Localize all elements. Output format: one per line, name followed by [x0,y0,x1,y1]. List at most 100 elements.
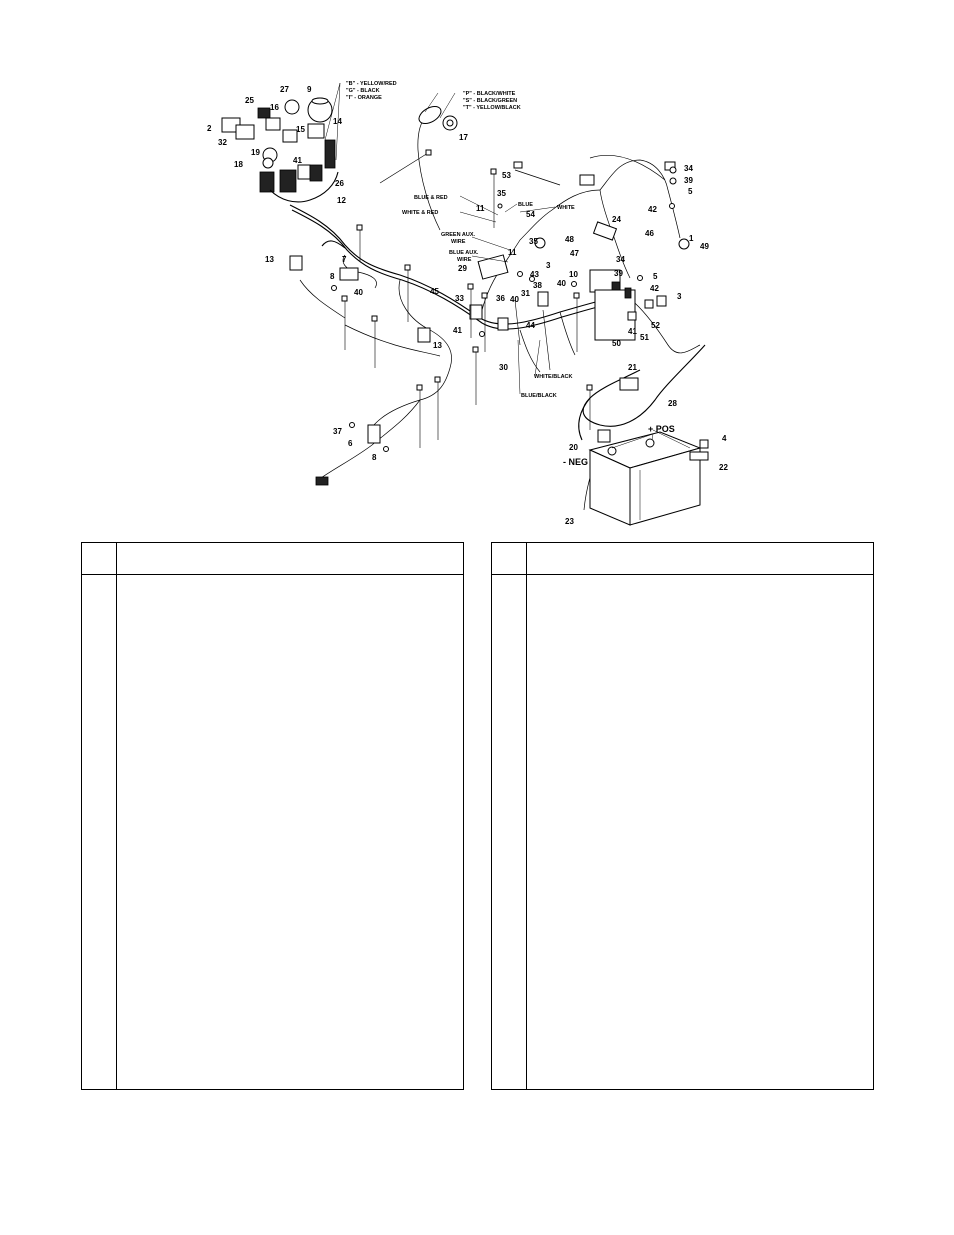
callout: 54 [526,210,535,219]
color-key-entry: "P" - BLACK/WHITE [463,91,516,97]
positive-label: + POS [648,424,675,434]
column-divider [526,543,527,1089]
color-key-entry: "T" - YELLOW/BLACK [463,105,521,111]
callout: 38 [533,281,542,290]
callout: 19 [251,148,260,157]
callout: 32 [218,138,227,147]
callout: 24 [612,215,621,224]
callout: 13 [265,255,274,264]
callout: 37 [333,427,342,436]
callout: 23 [565,517,574,526]
column-divider [116,543,117,1089]
callout: 4 [722,434,727,443]
callout: 31 [521,289,530,298]
battery-labels: + POS - NEG [563,424,675,467]
header-divider [492,574,873,575]
color-key-entry: "G" - BLACK [346,88,380,94]
callout: 22 [719,463,728,472]
callout: 15 [296,125,305,134]
callout: 30 [499,363,508,372]
callout: 8 [372,453,377,462]
callout: 34 [684,164,693,173]
callout: 36 [496,294,505,303]
callout: 11 [508,248,517,257]
callout: 50 [612,339,621,348]
color-key-right: "P" - BLACK/WHITE "S" - BLACK/GREEN "T" … [463,91,521,111]
main-harness [289,111,701,481]
parts-table-right [491,542,874,1090]
wiring-harness-diagram: 1 2 3 3 4 5 5 6 7 8 8 9 10 11 11 12 13 1… [207,81,728,526]
callout: 42 [650,284,659,293]
battery [588,431,709,526]
color-key-entry: "S" - BLACK/GREEN [463,98,517,104]
callout-numbers: 1 2 3 3 4 5 5 6 7 8 8 9 10 11 11 12 13 1… [207,85,728,526]
callout: 17 [459,133,468,142]
callout: 29 [458,264,467,273]
wire-label: BLUE [518,202,533,208]
callout: 47 [570,249,579,258]
callout: 5 [688,187,693,196]
callout: 1 [689,234,694,243]
wire-label: BLUE & RED [414,195,448,201]
cable-ties [341,149,593,448]
color-key-entry: "I" - ORANGE [346,95,382,101]
relays-and-connectors [289,161,709,486]
wire-label: BLUE/BLACK [521,393,557,399]
callout: 2 [207,124,212,133]
callout: 41 [453,326,462,335]
callout: 35 [497,189,506,198]
callout: 12 [337,196,346,205]
callout: 28 [668,399,677,408]
callout: 6 [348,439,353,448]
callout: 34 [616,255,625,264]
callout: 39 [614,269,623,278]
callout: 10 [569,270,578,279]
callout: 51 [640,333,649,342]
callout: 27 [280,85,289,94]
callout: 18 [234,160,243,169]
callout: 7 [342,255,347,264]
callout: 39 [684,176,693,185]
callout: 13 [433,341,442,350]
wire-label: WHITE & RED [402,210,438,216]
wire-label: WHITE/BLACK [534,374,573,380]
wire-label: WIRE [457,257,472,263]
callout: 26 [335,179,344,188]
callout: 21 [628,363,637,372]
color-key-entry: "B" - YELLOW/RED [346,81,397,87]
wire-label: BLUE AUX. [449,250,479,256]
callout: 41 [293,156,302,165]
callout: 9 [307,85,312,94]
callout: 46 [645,229,654,238]
header-divider [82,574,463,575]
callout: 49 [700,242,709,251]
callout: 52 [651,321,660,330]
callout: 53 [502,171,511,180]
callout: 20 [569,443,578,452]
wire-label: WHITE [557,205,575,211]
wire-labels: BLUE & RED WHITE & RED BLUE WHITE GREEN … [402,195,575,399]
callout: 25 [245,96,254,105]
callout: 48 [565,235,574,244]
negative-label: - NEG [563,457,588,467]
callout: 5 [653,272,658,281]
callout: 11 [476,204,485,213]
callout: 40 [510,295,519,304]
callout: 3 [546,261,551,270]
callout: 33 [455,294,464,303]
leader-lines [324,82,691,449]
callout: 3 [677,292,682,301]
callout: 16 [270,103,279,112]
hour-meter [418,105,458,131]
callout: 40 [354,288,363,297]
callout: 41 [628,327,637,336]
callout: 42 [648,205,657,214]
hardware [331,166,677,452]
callout: 35 [529,237,538,246]
callout: 43 [530,270,539,279]
wire-label: WIRE [451,239,466,245]
callout: 8 [330,272,335,281]
callout: 45 [430,287,439,296]
callout: 40 [557,279,566,288]
color-key-left: "B" - YELLOW/RED "G" - BLACK "I" - ORANG… [346,81,397,101]
